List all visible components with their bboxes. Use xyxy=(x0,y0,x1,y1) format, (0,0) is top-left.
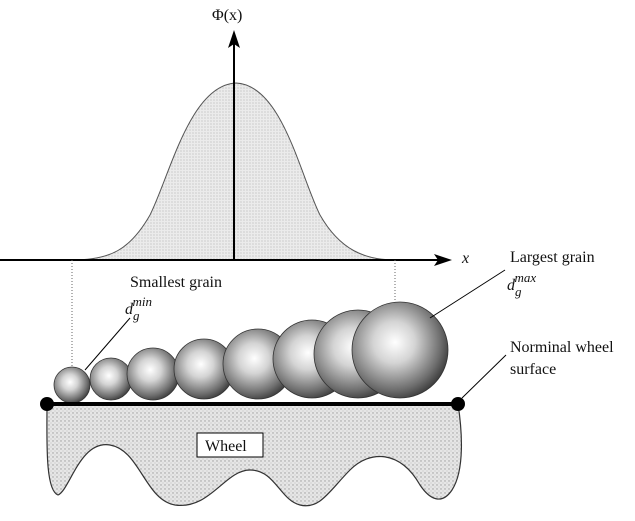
phi-axis-arrow-icon xyxy=(228,30,240,48)
wheel-label: Wheel xyxy=(205,438,247,455)
nominal-surface-label-2: surface xyxy=(510,361,556,378)
largest-grain-leader xyxy=(429,269,506,319)
d-max-main: d xyxy=(507,277,516,294)
d-min-symbol: dgmin xyxy=(125,294,152,323)
x-axis-arrow-icon xyxy=(434,254,452,266)
d-min-main: d xyxy=(125,301,134,318)
nominal-surface-leader xyxy=(461,354,507,399)
d-min-sup: min xyxy=(133,294,153,309)
d-max-sub: g xyxy=(515,284,522,299)
wheel-label-box xyxy=(196,432,264,458)
surface-endpoint-right xyxy=(451,397,465,411)
grains xyxy=(53,301,449,404)
smallest-grain-label: Smallest grain xyxy=(130,274,222,291)
nominal-surface-label-1: Norminal wheel xyxy=(510,339,614,356)
grain xyxy=(126,347,180,401)
d-max-sup: max xyxy=(515,270,537,285)
d-min-sub: g xyxy=(133,308,140,323)
smallest-grain-leader xyxy=(84,317,131,371)
x-axis-label: x xyxy=(461,250,469,267)
grain xyxy=(53,366,91,404)
d-max-symbol: dgmax xyxy=(507,270,536,299)
grain xyxy=(351,301,449,399)
surface-endpoint-left xyxy=(40,397,54,411)
phi-axis-label: Φ(x) xyxy=(212,7,242,24)
grain xyxy=(89,357,133,401)
largest-grain-label: Largest grain xyxy=(510,249,595,266)
